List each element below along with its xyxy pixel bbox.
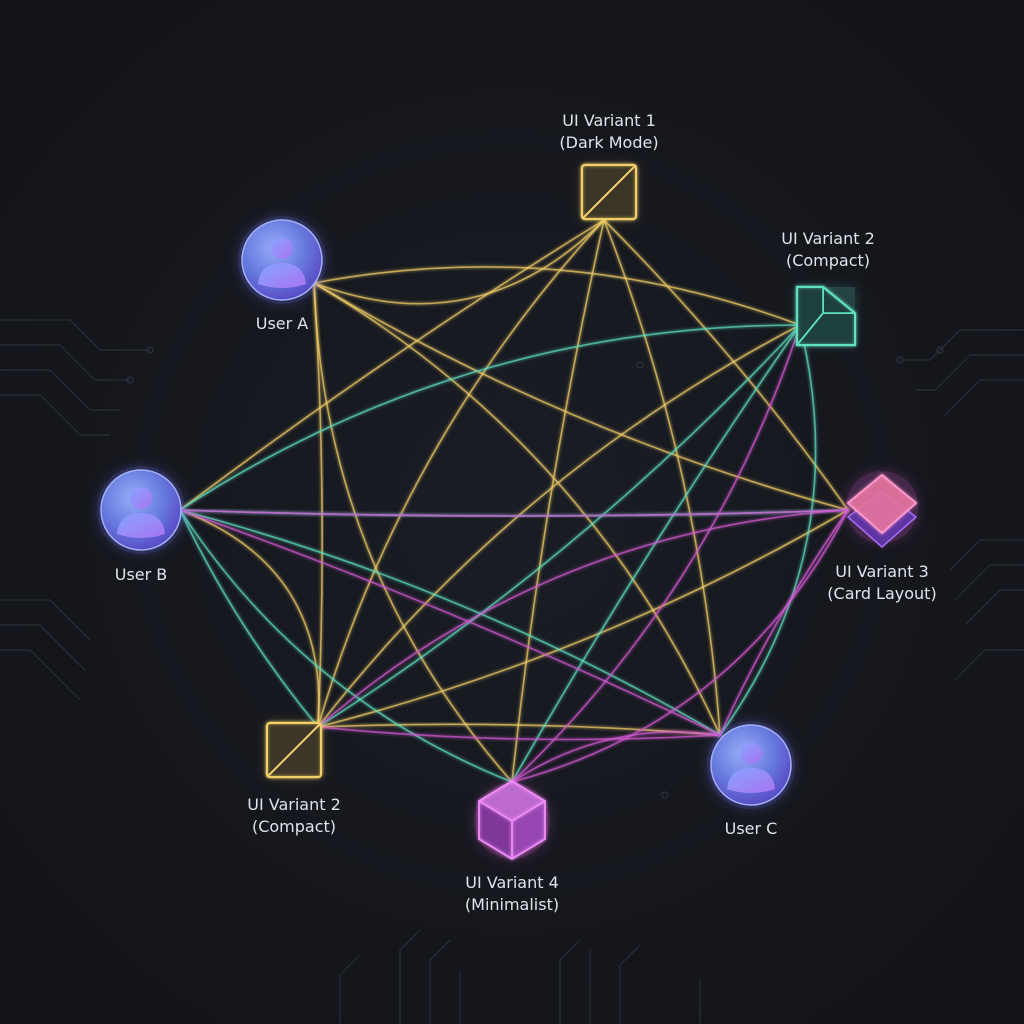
connection-line-user_c-ui_v2b [317, 726, 721, 741]
connection-line-user_b-ui_v2 [179, 324, 801, 511]
connection-line-ui_v3-user_b [179, 509, 849, 517]
node-ui-v2b[interactable]: UI Variant 2 (Compact) [247, 721, 341, 836]
node-user-b[interactable]: User B [97, 466, 185, 584]
node-label-ui-v4-2: (Minimalist) [465, 895, 559, 914]
connection-line-user_a-ui_v2 [313, 266, 801, 326]
node-user-c[interactable]: User C [707, 721, 795, 838]
connection-line-ui_v1-ui_v3 [603, 219, 849, 511]
connection-line-user_a-ui_v3 [313, 282, 849, 511]
node-ui-v3[interactable]: UI Variant 3 (Card Layout) [827, 471, 937, 603]
connection-line-user_b-ui_v4 [179, 509, 513, 783]
diagram-nodes: User A User B User C UI Variant 1 (Dark Mode… [97, 111, 937, 914]
node-label-user-c-1: User C [725, 819, 778, 838]
node-label-ui-v2-2: (Compact) [786, 251, 870, 270]
connection-line-ui_v3-ui_v4 [511, 509, 849, 783]
connection-line-user_a-user_c [313, 282, 721, 736]
node-user-a[interactable]: User A [238, 216, 326, 333]
connection-line-ui_v2b-ui_v3 [317, 509, 849, 728]
user-avatar-icon [238, 216, 326, 304]
connection-line-user_b-ui_v2b [179, 509, 319, 728]
node-ui-v2[interactable]: UI Variant 2 (Compact) [781, 229, 875, 347]
connection-line-ui_v1-user_a [313, 219, 605, 305]
connection-line-ui_v2-user_c [719, 324, 817, 736]
connection-line-ui_v1-user_b [179, 219, 605, 511]
node-label-user-a-1: User A [256, 314, 309, 333]
node-label-ui-v3-1: UI Variant 3 [835, 562, 929, 581]
node-ui-v4[interactable]: UI Variant 4 (Minimalist) [465, 779, 559, 914]
connection-line-ui_v3-ui_v2b [317, 509, 849, 728]
connection-line-user_b-user_c [179, 509, 721, 736]
cube-icon [474, 779, 550, 861]
connection-line-ui_v1-ui_v4 [511, 219, 605, 783]
node-label-ui-v3-2: (Card Layout) [827, 584, 936, 603]
connection-line-ui_v2-ui_v4 [511, 324, 801, 783]
connection-lines [179, 219, 849, 783]
node-label-ui-v1-2: (Dark Mode) [559, 133, 658, 152]
node-ui-v1[interactable]: UI Variant 1 (Dark Mode) [559, 111, 659, 221]
connection-line-ui_v2-ui_v2b [317, 324, 801, 728]
user-avatar-icon [707, 721, 795, 809]
connection-line-user_c-user_b [179, 509, 721, 736]
connection-line-ui_v2b-user_b [179, 509, 320, 728]
node-label-ui-v2-1: UI Variant 2 [781, 229, 875, 248]
connection-line-ui_v2b-ui_v2 [317, 324, 801, 728]
node-label-ui-v2b-2: (Compact) [252, 817, 336, 836]
node-label-ui-v1-1: UI Variant 1 [562, 111, 656, 130]
connection-line-user_a-ui_v2b [313, 282, 323, 728]
connection-line-ui_v2b-user_c [317, 723, 721, 736]
user-avatar-icon [97, 466, 185, 554]
connection-line-ui_v3-user_c [719, 509, 849, 736]
circuit-traces [0, 319, 1024, 1024]
connection-line-ui_v4-ui_v2 [511, 324, 801, 783]
connection-line-user_a-ui_v4 [313, 282, 513, 783]
split-square-icon [265, 721, 323, 779]
node-label-user-b-1: User B [115, 565, 168, 584]
node-label-ui-v2b-1: UI Variant 2 [247, 795, 341, 814]
split-square-icon [580, 163, 638, 221]
node-label-ui-v4-1: UI Variant 4 [465, 873, 559, 892]
connection-line-ui_v1-ui_v2b [317, 219, 605, 728]
connection-line-ui_v1-user_c [603, 219, 721, 736]
stacked-diamond-icon [846, 471, 918, 549]
folded-square-icon [795, 285, 857, 347]
